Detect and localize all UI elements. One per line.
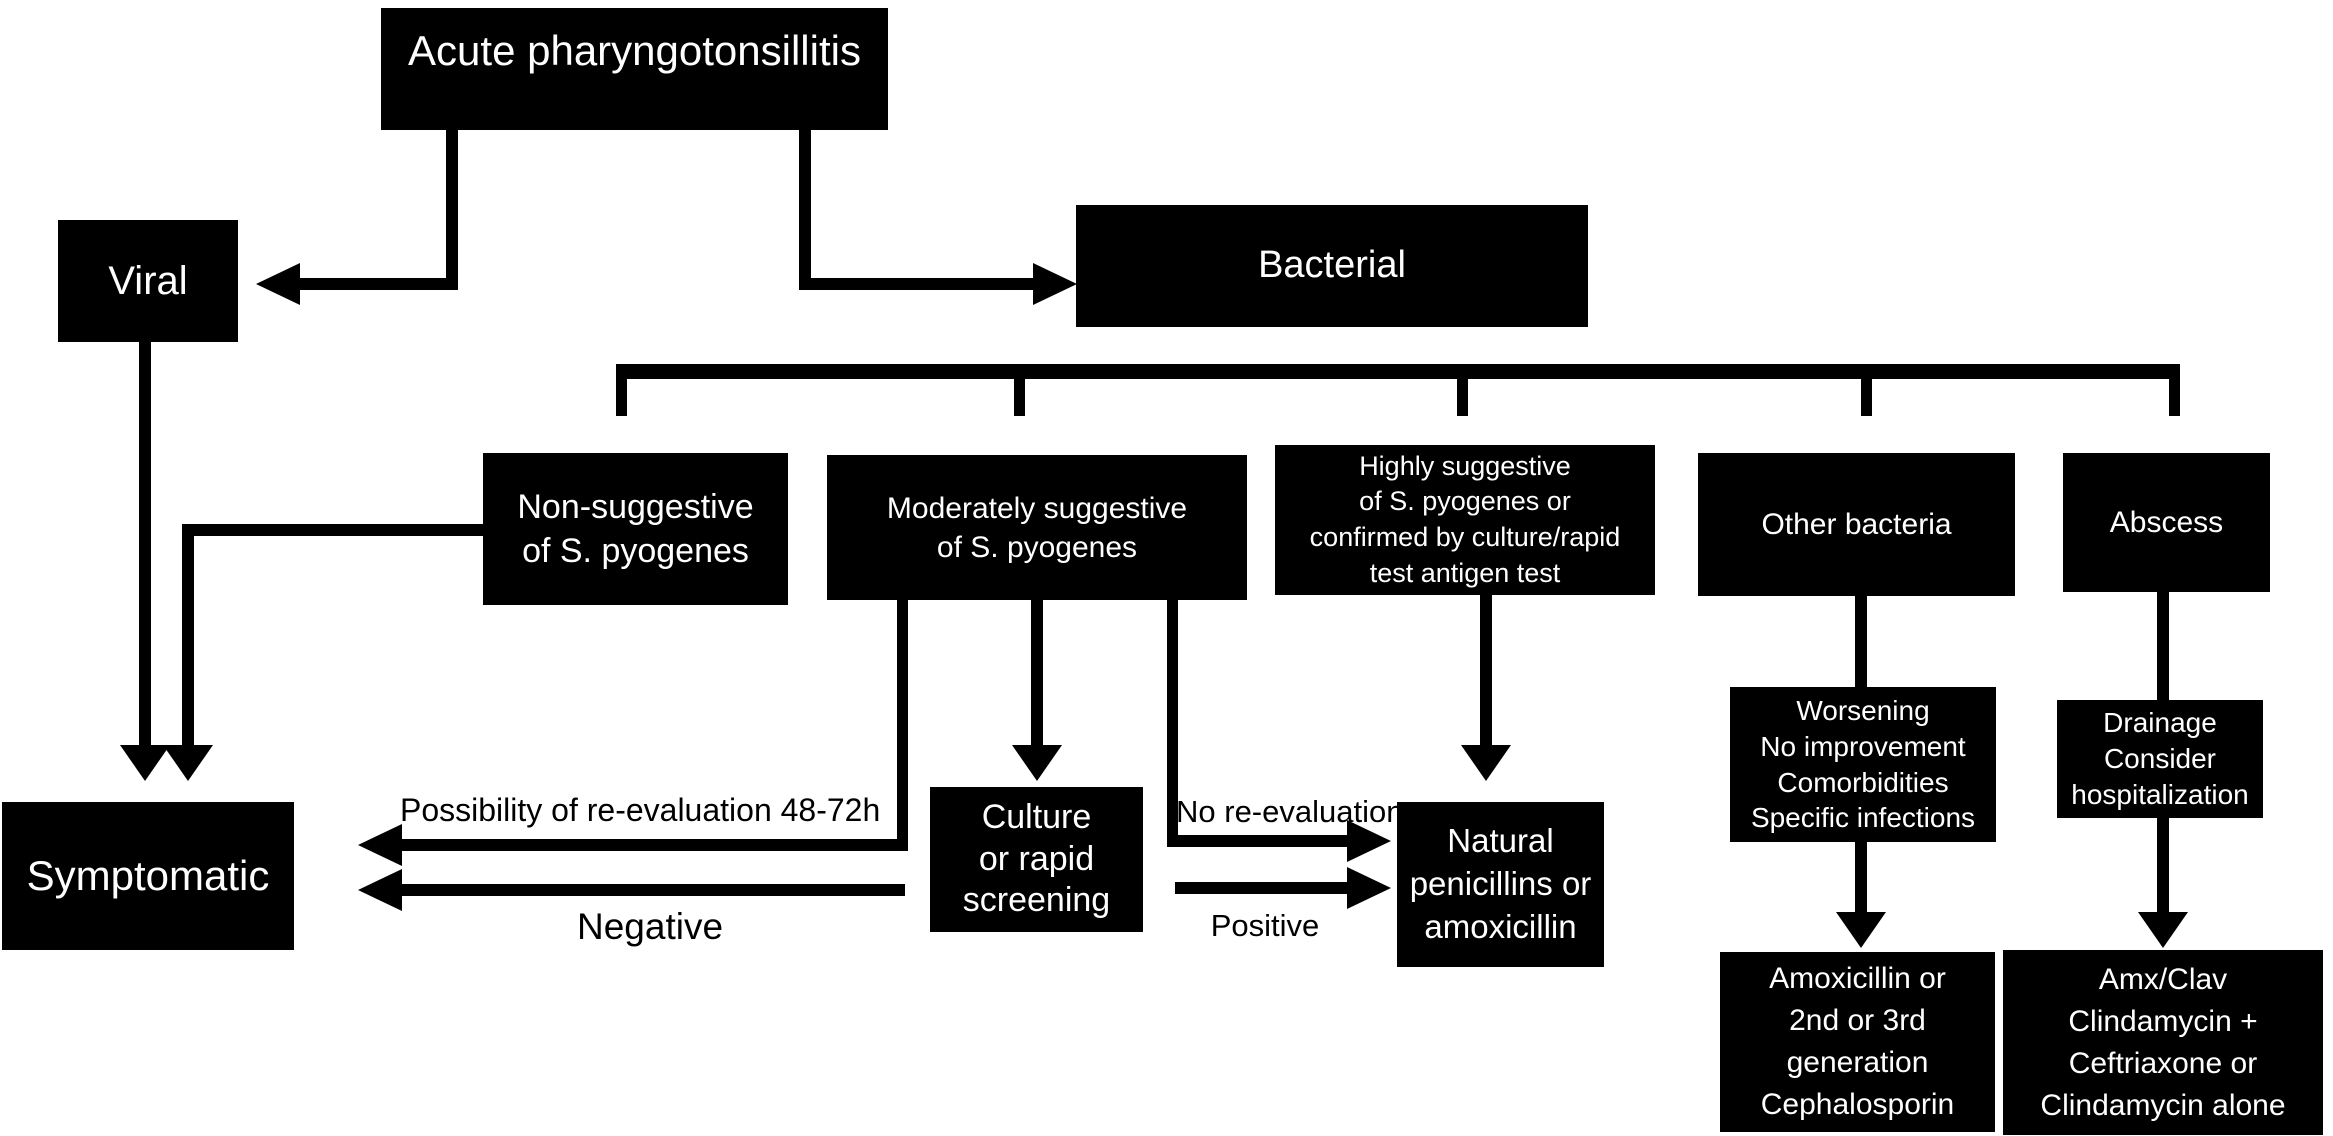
arrowhead-highly-natural xyxy=(1461,745,1511,781)
connector-nonsuggestive-horizontal xyxy=(182,524,483,536)
connector-drainage-amxclav xyxy=(2157,818,2169,912)
arrowhead-to-bacterial xyxy=(1033,263,1077,305)
connector-moderately-culture xyxy=(1031,600,1043,745)
edge-label-positive: Positive xyxy=(1210,908,1320,943)
connector-possibility-horizontal xyxy=(402,839,903,851)
connector-nonsuggestive-vertical xyxy=(182,524,194,745)
arrowhead-worsening-amoxicillin xyxy=(1836,912,1886,948)
arrowhead-moderately-culture xyxy=(1012,745,1062,781)
arrowhead-viral-symptomatic xyxy=(120,745,170,781)
node-bacterial: Bacterial xyxy=(1076,205,1588,327)
connector-otherbacteria-worsening xyxy=(1855,596,1867,687)
node-abscess: Abscess xyxy=(2063,453,2270,592)
node-viral: Viral xyxy=(58,220,238,342)
arrowhead-negative-symptomatic xyxy=(358,869,402,911)
connector-title-viral-horizontal xyxy=(300,278,452,290)
connector-noreevaluation-horizontal xyxy=(1167,835,1349,847)
node-amx-clav: Amx/Clav Clindamycin + Ceftriaxone or Cl… xyxy=(2003,950,2323,1135)
edge-label-no-reevaluation: No re-evaluation xyxy=(1176,794,1404,829)
connector-negative-horizontal xyxy=(402,884,905,896)
arrowhead-positive-natural xyxy=(1347,867,1391,909)
bracket-drop-4 xyxy=(1861,364,1872,416)
arrowhead-to-viral xyxy=(256,263,300,305)
connector-title-bacterial-horizontal xyxy=(805,278,1035,290)
node-non-suggestive: Non-suggestive of S. pyogenes xyxy=(483,453,788,605)
node-culture-rapid-screening: Culture or rapid screening xyxy=(930,787,1143,932)
node-other-bacteria: Other bacteria xyxy=(1698,453,2015,596)
connector-viral-symptomatic xyxy=(139,342,151,745)
node-drainage: Drainage Consider hospitalization xyxy=(2057,700,2263,818)
bracket-drop-2 xyxy=(1014,364,1025,416)
node-natural-penicillins: Natural penicillins or amoxicillin xyxy=(1397,802,1604,967)
edge-label-possibility-reevaluation: Possibility of re-evaluation 48-72h xyxy=(400,792,881,828)
arrowhead-nonsuggestive-symptomatic xyxy=(163,745,213,781)
node-moderately-suggestive: Moderately suggestive of S. pyogenes xyxy=(827,455,1247,600)
node-amoxicillin-cephalosporin: Amoxicillin or 2nd or 3rd generation Cep… xyxy=(1720,952,1995,1132)
connector-worsening-amoxicillin xyxy=(1855,842,1867,912)
arrowhead-possibility-symptomatic xyxy=(358,824,402,866)
connector-highly-natural xyxy=(1480,595,1492,745)
node-acute-pharyngotonsillitis: Acute pharyngotonsillitis xyxy=(381,8,888,130)
node-highly-suggestive: Highly suggestive of S. pyogenes or conf… xyxy=(1275,445,1655,595)
edge-label-negative: Negative xyxy=(576,906,724,947)
bracket-drop-1 xyxy=(616,364,627,416)
connector-bacterial-bracket xyxy=(616,364,2180,379)
bracket-drop-5 xyxy=(2169,364,2180,416)
node-worsening: Worsening No improvement Comorbidities S… xyxy=(1730,687,1996,842)
connector-title-bacterial-vertical xyxy=(799,130,811,290)
arrowhead-noreevaluation-natural xyxy=(1347,820,1391,862)
connector-title-viral-vertical xyxy=(446,130,458,290)
connector-possibility-vertical xyxy=(897,600,908,851)
bracket-drop-3 xyxy=(1457,364,1468,416)
arrowhead-drainage-amxclav xyxy=(2138,912,2188,948)
connector-positive-horizontal xyxy=(1175,882,1349,894)
connector-noreevaluation-vertical xyxy=(1167,600,1178,841)
node-symptomatic: Symptomatic xyxy=(2,802,294,950)
connector-abscess-drainage xyxy=(2157,592,2169,700)
